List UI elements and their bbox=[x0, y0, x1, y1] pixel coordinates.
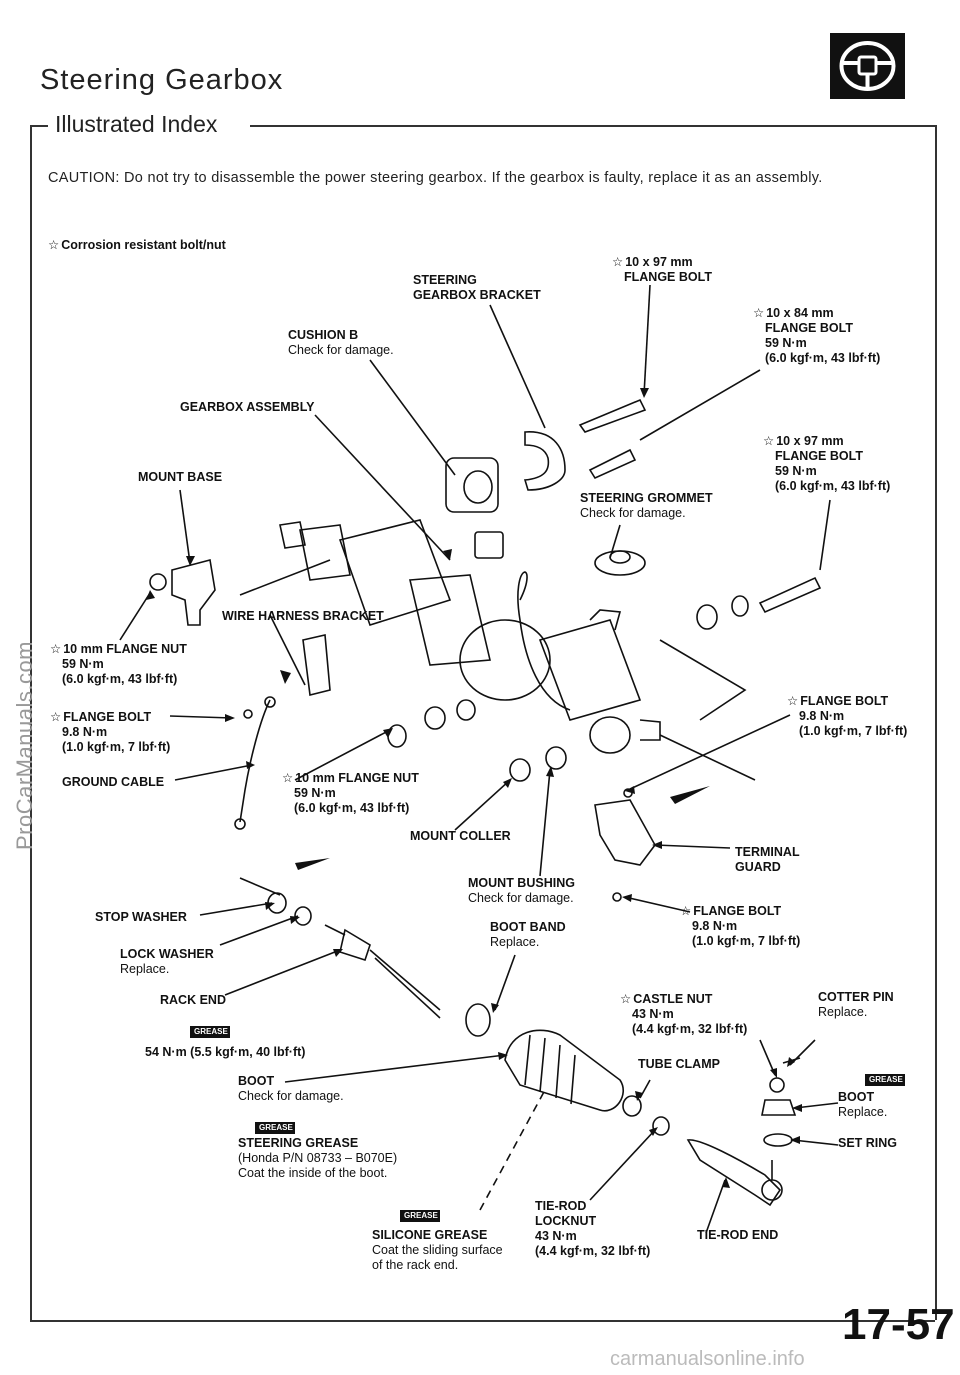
label-lock-washer: LOCK WASHER Replace. bbox=[120, 947, 214, 976]
label-steering-grommet: STEERING GROMMET Check for damage. bbox=[580, 491, 713, 520]
label-tie-rod-end: TIE-ROD END bbox=[697, 1228, 779, 1242]
label-bolt-10x97-right: ☆10 x 97 mm FLANGE BOLT 59 N·m (6.0 kgf·… bbox=[763, 434, 891, 493]
frame-line bbox=[935, 125, 937, 1320]
label-bolt-10x84: ☆10 x 84 mm FLANGE BOLT 59 N·m (6.0 kgf·… bbox=[753, 306, 881, 365]
watermark: ProCarManuals.com bbox=[12, 640, 37, 850]
grease-tag: GREASE bbox=[869, 1075, 903, 1084]
frame-line bbox=[250, 125, 935, 127]
label-flange-bolt-right: ☆FLANGE BOLT 9.8 N·m (1.0 kgf·m, 7 lbf·f… bbox=[787, 694, 908, 738]
label-ground-cable: GROUND CABLE bbox=[62, 775, 165, 789]
steering-wheel-icon bbox=[830, 33, 905, 99]
label-flange-nut-10-mid: ☆10 mm FLANGE NUT 59 N·m (6.0 kgf·m, 43 … bbox=[282, 771, 419, 815]
label-wire-harness-bracket: WIRE HARNESS BRACKET bbox=[222, 609, 384, 623]
label-gearbox-assembly: GEARBOX ASSEMBLY bbox=[180, 400, 315, 414]
label-mount-coller: MOUNT COLLER bbox=[410, 829, 511, 843]
page-title: Steering Gearbox bbox=[40, 64, 284, 96]
label-rack-end: RACK END bbox=[160, 993, 226, 1007]
label-stop-washer: STOP WASHER bbox=[95, 910, 187, 924]
label-mount-bushing: MOUNT BUSHING Check for damage. bbox=[468, 876, 575, 905]
label-flange-bolt-lower: ☆FLANGE BOLT 9.8 N·m (1.0 kgf·m, 7 lbf·f… bbox=[680, 904, 801, 948]
label-set-ring: SET RING bbox=[838, 1136, 898, 1150]
label-boot-band: BOOT BAND Replace. bbox=[490, 920, 566, 949]
label-castle-nut: ☆CASTLE NUT 43 N·m (4.4 kgf·m, 32 lbf·ft… bbox=[620, 992, 748, 1036]
label-flange-nut-10-left: ☆10 mm FLANGE NUT 59 N·m (6.0 kgf·m, 43 … bbox=[50, 642, 187, 686]
label-steering-gearbox-bracket: STEERING GEARBOX BRACKET bbox=[413, 273, 541, 302]
label-tie-rod-locknut: TIE-ROD LOCKNUT 43 N·m (4.4 kgf·m, 32 lb… bbox=[535, 1199, 651, 1258]
grease-tag: GREASE bbox=[404, 1211, 438, 1220]
legend-corrosion-resistant: ☆Corrosion resistant bolt/nut bbox=[48, 238, 226, 252]
footer-watermark: carmanualsonline.info bbox=[610, 1348, 805, 1370]
label-mount-base: MOUNT BASE bbox=[138, 470, 223, 484]
grease-tag: GREASE bbox=[194, 1027, 228, 1036]
label-flange-bolt-left: ☆FLANGE BOLT 9.8 N·m (1.0 kgf·m, 7 lbf·f… bbox=[50, 710, 171, 754]
frame-line bbox=[30, 125, 32, 1320]
frame-line bbox=[30, 1320, 935, 1322]
grease-tag: GREASE bbox=[259, 1123, 293, 1132]
label-rack-end-torque: 54 N·m (5.5 kgf·m, 40 lbf·ft) bbox=[145, 1045, 306, 1059]
label-boot-right: BOOT Replace. bbox=[838, 1090, 888, 1119]
caution-text: CAUTION: Do not try to disassemble the p… bbox=[48, 170, 823, 186]
label-bolt-10x97-top: ☆10 x 97 mm FLANGE BOLT bbox=[612, 255, 712, 284]
label-terminal-guard: TERMINAL GUARD bbox=[735, 845, 800, 874]
page-subtitle: Illustrated Index bbox=[55, 111, 218, 137]
label-silicone-grease: SILICONE GREASE Coat the sliding surface… bbox=[372, 1228, 503, 1272]
page-number: 17-57 bbox=[842, 1300, 955, 1349]
label-boot-left: BOOT Check for damage. bbox=[238, 1074, 344, 1103]
label-steering-grease: STEERING GREASE (Honda P/N 08733 – B070E… bbox=[238, 1136, 398, 1180]
frame-line bbox=[30, 125, 48, 127]
label-cotter-pin: COTTER PIN Replace. bbox=[818, 990, 894, 1019]
label-cushion-b: CUSHION B Check for damage. bbox=[288, 328, 394, 357]
label-tube-clamp: TUBE CLAMP bbox=[638, 1057, 720, 1071]
